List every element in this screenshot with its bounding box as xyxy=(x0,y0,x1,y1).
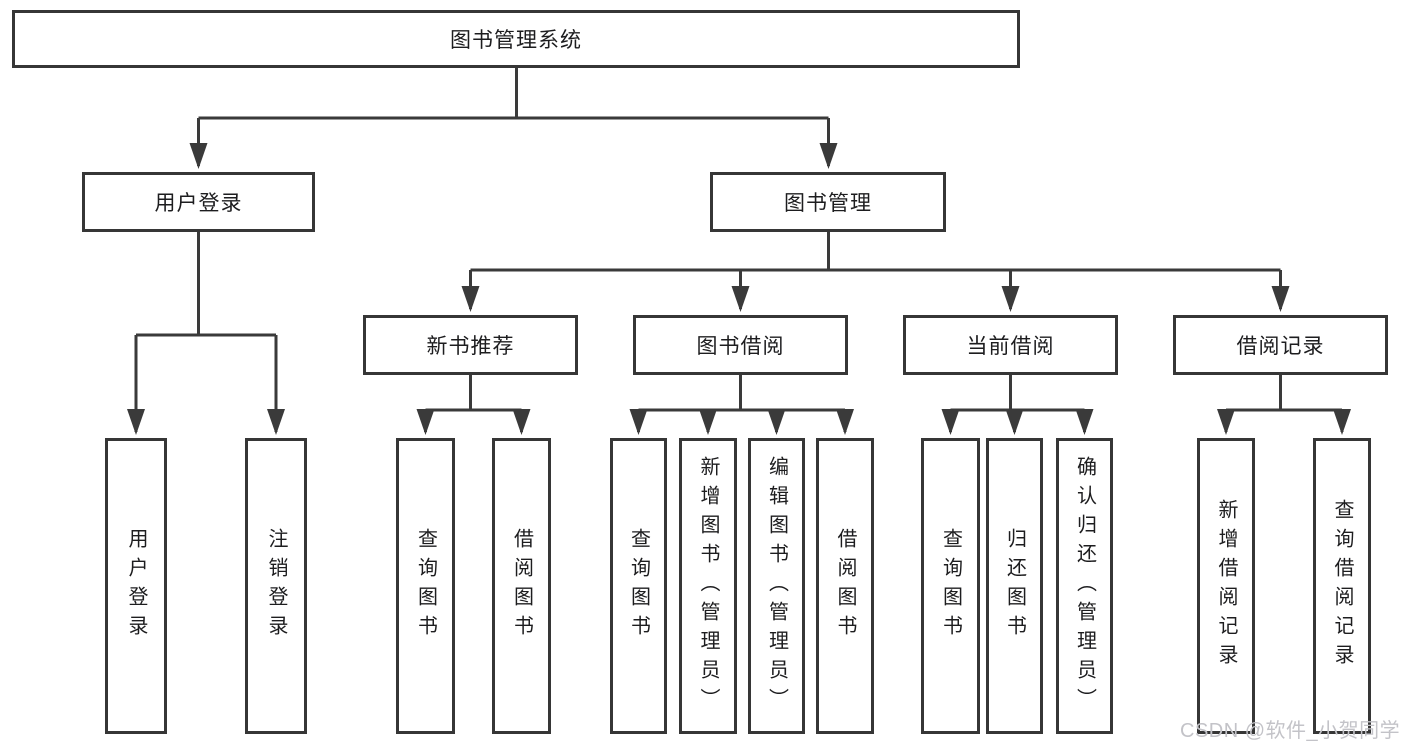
node-book-management: 图书管理 xyxy=(710,172,946,232)
node-add-borrow-record: 新增借阅记录 xyxy=(1197,438,1255,734)
node-user-login: 用户登录 xyxy=(105,438,167,734)
node-query-books-recommend: 查询图书 xyxy=(396,438,455,734)
node-query-books-current: 查询图书 xyxy=(921,438,980,734)
node-borrowing-records: 借阅记录 xyxy=(1173,315,1388,375)
node-query-books-borrowing: 查询图书 xyxy=(610,438,667,734)
node-return-book: 归还图书 xyxy=(986,438,1043,734)
node-logout: 注销登录 xyxy=(245,438,307,734)
node-confirm-return-admin: 确认归还（管理员） xyxy=(1056,438,1113,734)
node-edit-book-admin: 编辑图书（管理员） xyxy=(748,438,805,734)
node-query-borrow-record: 查询借阅记录 xyxy=(1313,438,1371,734)
node-current-borrowing: 当前借阅 xyxy=(903,315,1118,375)
node-borrow-books-recommend: 借阅图书 xyxy=(492,438,551,734)
node-borrow-books-borrowing: 借阅图书 xyxy=(816,438,874,734)
node-add-book-admin: 新增图书（管理员） xyxy=(679,438,737,734)
node-new-book-recommend: 新书推荐 xyxy=(363,315,578,375)
node-library-system: 图书管理系统 xyxy=(12,10,1020,68)
watermark: CSDN @软件_小贺同学 xyxy=(1180,720,1401,742)
node-book-borrowing: 图书借阅 xyxy=(633,315,848,375)
node-user-login-branch: 用户登录 xyxy=(82,172,315,232)
